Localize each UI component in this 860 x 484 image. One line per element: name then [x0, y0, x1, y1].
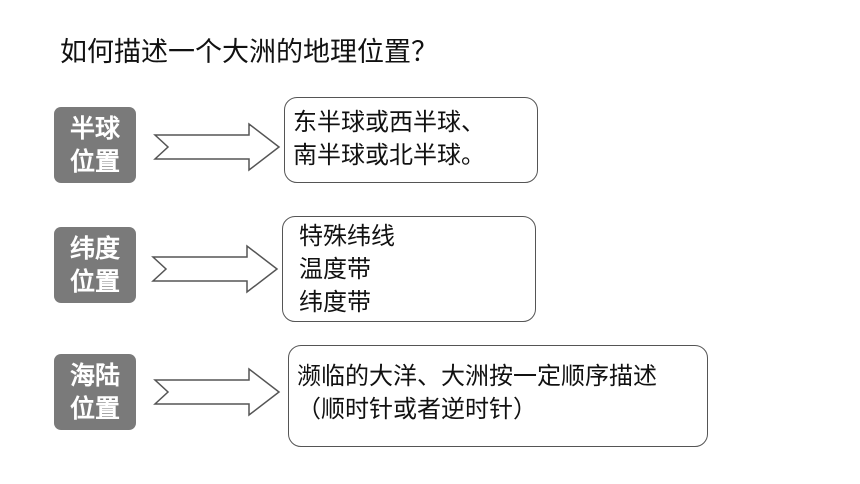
right-arrow-icon [153, 367, 281, 417]
box-line: 东半球或西半球、 [293, 108, 485, 136]
label-land-sea-position: 海陆 位置 [54, 354, 136, 430]
label-line: 纬度 [69, 234, 120, 263]
label-latitude-position: 纬度 位置 [54, 227, 136, 303]
page-title: 如何描述一个大洲的地理位置？ [60, 37, 438, 68]
box-line: 南半球或北半球。 [293, 141, 485, 169]
box-land-sea-position: 濒临的大洋、大洲按一定顺序描述 （顺时针或者逆时针） [288, 345, 708, 447]
box-line: 濒临的大洋、大洲按一定顺序描述 [297, 362, 657, 390]
right-arrow-icon [153, 122, 281, 172]
right-arrow-icon [151, 244, 279, 294]
label-line: 位置 [69, 147, 120, 176]
label-hemisphere-position: 半球 位置 [54, 107, 136, 183]
label-line: 位置 [69, 394, 120, 423]
box-latitude-position: 特殊纬线 温度带 纬度带 [282, 216, 536, 322]
label-line: 半球 [69, 114, 120, 143]
box-line: （顺时针或者逆时针） [297, 395, 537, 423]
label-line: 位置 [69, 267, 120, 296]
box-line: 纬度带 [299, 288, 371, 316]
box-line: 特殊纬线 [299, 222, 395, 250]
box-line: 温度带 [299, 255, 371, 283]
label-line: 海陆 [69, 361, 120, 390]
box-hemisphere-position: 东半球或西半球、 南半球或北半球。 [284, 97, 538, 183]
